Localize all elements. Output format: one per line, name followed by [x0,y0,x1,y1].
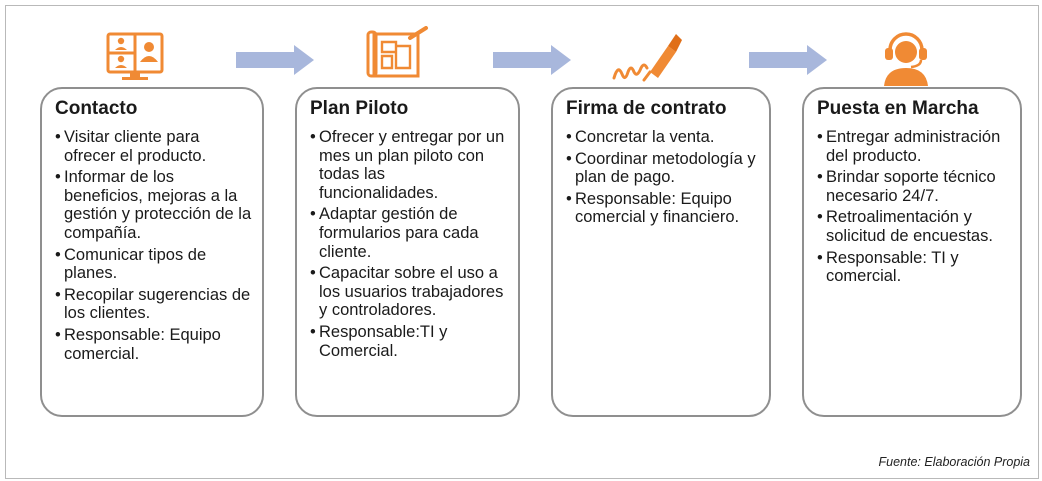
step-bullet: Entregar administración del producto. [817,128,1010,165]
step-title: Plan Piloto [310,98,409,119]
step-bullet-list: Entregar administración del producto. Br… [817,128,1010,286]
step-bullet: Responsable: Equipo comercial y financie… [566,190,759,227]
step-bullet: Ofrecer y entregar por un mes un plan pi… [310,128,508,202]
step-card-puesta-en-marcha: Puesta en Marcha Entregar administración… [802,87,1022,417]
step-title: Firma de contrato [566,98,727,119]
step-bullet-list: Concretar la venta. Coordinar metodologí… [566,128,759,227]
step-bullet: Adaptar gestión de formularios para cada… [310,205,508,261]
blueprint-plan-icon [366,26,428,78]
arrow-right-icon [493,45,571,75]
video-conference-icon [106,32,164,80]
step-bullet: Responsable: TI y comercial. [817,249,1010,286]
step-bullet: Capacitar sobre el uso a los usuarios tr… [310,264,508,320]
step-bullet: Retroalimentación y solicitud de encuest… [817,208,1010,245]
step-bullet: Responsable: Equipo comercial. [55,326,252,363]
step-bullet: Coordinar metodología y plan de pago. [566,150,759,187]
step-title: Contacto [55,98,138,119]
step-bullet: Concretar la venta. [566,128,759,147]
step-bullet: Responsable:TI y Comercial. [310,323,508,360]
step-title: Puesta en Marcha [817,98,979,119]
diagram-frame [5,5,1039,479]
step-bullet: Comunicar tipos de planes. [55,246,252,283]
step-bullet-list: Visitar cliente para ofrecer el producto… [55,128,252,363]
step-bullet: Visitar cliente para ofrecer el producto… [55,128,252,165]
step-card-plan-piloto: Plan Piloto Ofrecer y entregar por un me… [295,87,520,417]
step-card-firma-de-contrato: Firma de contrato Concretar la venta. Co… [551,87,771,417]
step-bullet-list: Ofrecer y entregar por un mes un plan pi… [310,128,508,360]
arrow-right-icon [749,45,827,75]
signature-pen-icon [612,34,682,82]
step-bullet: Informar de los beneficios, mejoras a la… [55,168,252,242]
step-bullet: Recopilar sugerencias de los clientes. [55,286,252,323]
step-card-contacto: Contacto Visitar cliente para ofrecer el… [40,87,264,417]
arrow-right-icon [236,45,314,75]
support-headset-icon [884,32,928,86]
step-bullet: Brindar soporte técnico necesario 24/7. [817,168,1010,205]
source-note: Fuente: Elaboración Propia [878,455,1030,469]
